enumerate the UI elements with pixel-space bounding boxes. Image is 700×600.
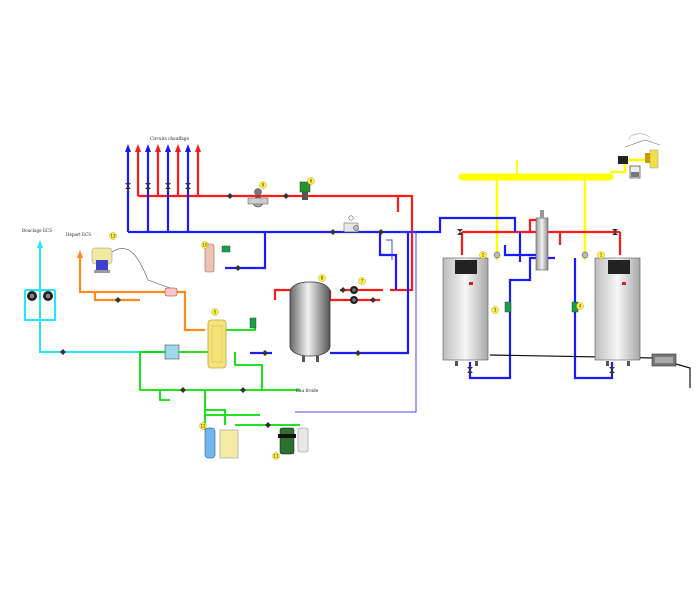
marker-11: 11 [272, 452, 280, 460]
storage-tank [289, 281, 331, 362]
marker-10: 10 [201, 241, 209, 249]
marker-5: 5 [211, 308, 219, 316]
svg-text:8: 8 [321, 276, 324, 281]
plate-heat-exchanger [207, 319, 227, 369]
marker-13: 13 [109, 232, 117, 240]
svg-text:11: 11 [273, 454, 279, 459]
heating-circuit-flow-arrows [135, 144, 201, 152]
boiler-left [442, 257, 489, 366]
flue-to-chimney [610, 158, 645, 174]
dhw-loop-pipes [24, 248, 165, 353]
dhw-loop-twin-pump [27, 291, 53, 301]
dhw-outlet-pipes [78, 258, 205, 332]
svg-text:2: 2 [482, 253, 485, 258]
svg-text:7: 7 [361, 279, 364, 284]
svg-text:12: 12 [200, 424, 206, 429]
dhw-loop-arrow [37, 240, 43, 248]
marker-4: 4 [576, 302, 584, 310]
marker-6: 6 [307, 177, 315, 185]
dirt-separator [340, 215, 362, 233]
dhw-outlet-arrow [77, 250, 83, 258]
thermostatic-mixer [164, 344, 180, 360]
return-header-main [128, 216, 517, 234]
dhw-coil [164, 287, 178, 297]
marker-3: 3 [491, 306, 499, 314]
return-thin-line [295, 231, 417, 413]
boiler-right [594, 257, 641, 366]
flue-pipes [458, 149, 659, 260]
marker-8: 8 [318, 274, 326, 282]
label-dhw-loop: Bouclage ECS [22, 228, 52, 233]
hydraulic-separator [535, 210, 549, 271]
svg-text:9: 9 [262, 183, 265, 188]
mixing-valve [247, 188, 269, 208]
water-softener [204, 427, 239, 459]
marker-1: 1 [597, 251, 605, 259]
return-boiler-left [468, 256, 555, 380]
dhw-expansion-vessel [91, 247, 171, 289]
svg-text:6: 6 [310, 179, 313, 184]
water-treatment-unit [278, 427, 309, 455]
label-dhw-outlet: Départ ECS [66, 232, 91, 237]
svg-text:3: 3 [494, 308, 497, 313]
isolation-valves [60, 183, 618, 428]
tank-loading-pumps [350, 286, 358, 304]
marker-2: 2 [479, 251, 487, 259]
svg-text:13: 13 [110, 234, 116, 239]
heating-circuit-return-arrows [125, 144, 191, 152]
svg-text:1: 1 [600, 253, 603, 258]
marker-7: 7 [358, 277, 366, 285]
check-valves [221, 245, 579, 329]
svg-text:5: 5 [214, 310, 217, 315]
flow-header-main [138, 194, 414, 292]
label-cold-water: Eau froide [296, 388, 319, 393]
chimney-box [649, 149, 659, 169]
marker-12: 12 [199, 422, 207, 430]
svg-text:10: 10 [202, 243, 208, 248]
motorised-valve-actuator [299, 181, 311, 200]
svg-text:4: 4 [579, 304, 582, 309]
heating-element-12 [204, 243, 215, 273]
marker-9: 9 [259, 181, 267, 189]
equipment-markers: 1 2 3 4 5 6 7 8 9 10 11 12 13 [109, 177, 605, 460]
label-heating-circuits: Circuits chauffage [150, 136, 189, 141]
temperature-sensors [353, 225, 589, 259]
